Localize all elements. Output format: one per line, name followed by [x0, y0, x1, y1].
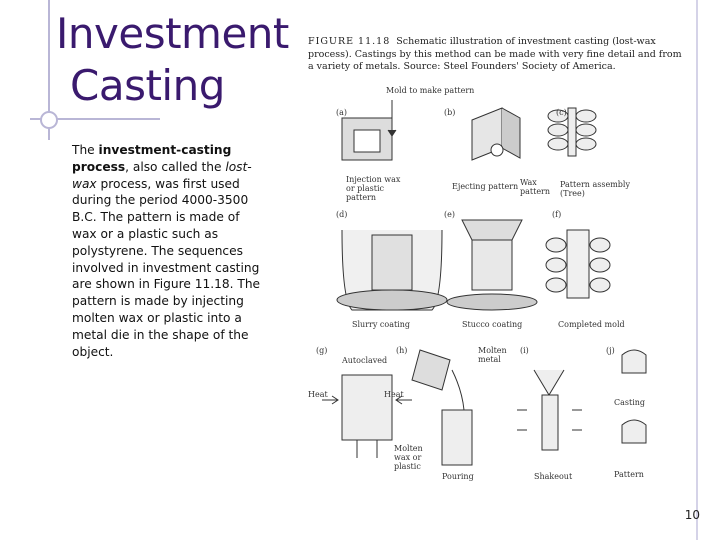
label-autoclaved: Autoclaved — [342, 356, 388, 365]
decorative-right-line — [696, 0, 698, 540]
figure-caption-text: Schematic illustration of investment cas… — [308, 36, 682, 72]
label-g: (g) — [316, 346, 328, 355]
label-i: (i) — [520, 346, 529, 355]
label-pattern: Pattern — [614, 470, 644, 479]
decorative-circle — [40, 111, 58, 129]
label-heat-right: Heat — [384, 390, 404, 399]
title-line-2: Casting — [70, 61, 225, 110]
casting-drawing — [621, 349, 647, 374]
label-completed: Completed mold — [558, 320, 625, 329]
stucco-drawing — [461, 219, 523, 241]
title-line-1: Investment — [56, 9, 289, 58]
label-d: (d) — [336, 210, 348, 219]
page-number: 10 — [684, 508, 700, 522]
label-b: (b) — [444, 108, 456, 117]
label-injection: Injection wax or plastic pattern — [346, 175, 401, 202]
label-wax-pattern: Wax pattern — [520, 178, 551, 196]
decorative-horizontal-line — [30, 118, 160, 120]
label-casting: Casting — [614, 398, 646, 407]
label-e: (e) — [444, 210, 455, 219]
body-bold-term: investment-casting process — [72, 143, 232, 174]
label-assembly: Pattern assembly (Tree) — [560, 180, 630, 198]
label-ejecting: Ejecting pattern — [452, 182, 519, 191]
body-paragraph: The investment-casting process, also cal… — [72, 142, 262, 360]
final-pattern-drawing — [621, 419, 647, 444]
investment-casting-figure: FIGURE 11.18 Schematic illustration of i… — [302, 30, 692, 481]
label-c: (c) — [556, 108, 567, 117]
ladle-drawing — [411, 349, 451, 391]
label-slurry: Slurry coating — [352, 320, 411, 329]
body-italic-term: lost-wax — [72, 159, 252, 191]
decorative-vertical-line — [48, 0, 50, 140]
label-f: (f) — [552, 210, 562, 219]
label-j: (j) — [606, 346, 615, 355]
label-h: (h) — [396, 346, 408, 355]
shakeout-drawing — [533, 369, 565, 396]
label-a: (a) — [336, 108, 348, 117]
completed-mold-drawing — [545, 229, 611, 299]
body-text-3: process, was first used during the perio… — [72, 176, 261, 359]
figure-number: FIGURE 11.18 — [308, 36, 391, 47]
slide-title: Investment Casting — [56, 8, 289, 112]
body-text-1: The — [72, 143, 99, 157]
label-stucco: Stucco coating — [462, 320, 523, 329]
label-heat-left: Heat — [308, 390, 328, 399]
label-molten-metal: Molten metal — [478, 346, 507, 364]
label-pouring: Pouring — [442, 472, 474, 481]
figure-caption: FIGURE 11.18 Schematic illustration of i… — [308, 36, 688, 74]
figure-illustration — [322, 100, 647, 466]
label-molten-wax: Molten wax or plastic — [394, 444, 423, 471]
label-shakeout: Shakeout — [534, 472, 573, 481]
pattern-tree-drawing — [547, 107, 597, 157]
label-mold: Mold to make pattern — [386, 86, 475, 95]
body-text-2: , also called the — [125, 159, 226, 174]
autoclave-drawing — [341, 374, 393, 441]
